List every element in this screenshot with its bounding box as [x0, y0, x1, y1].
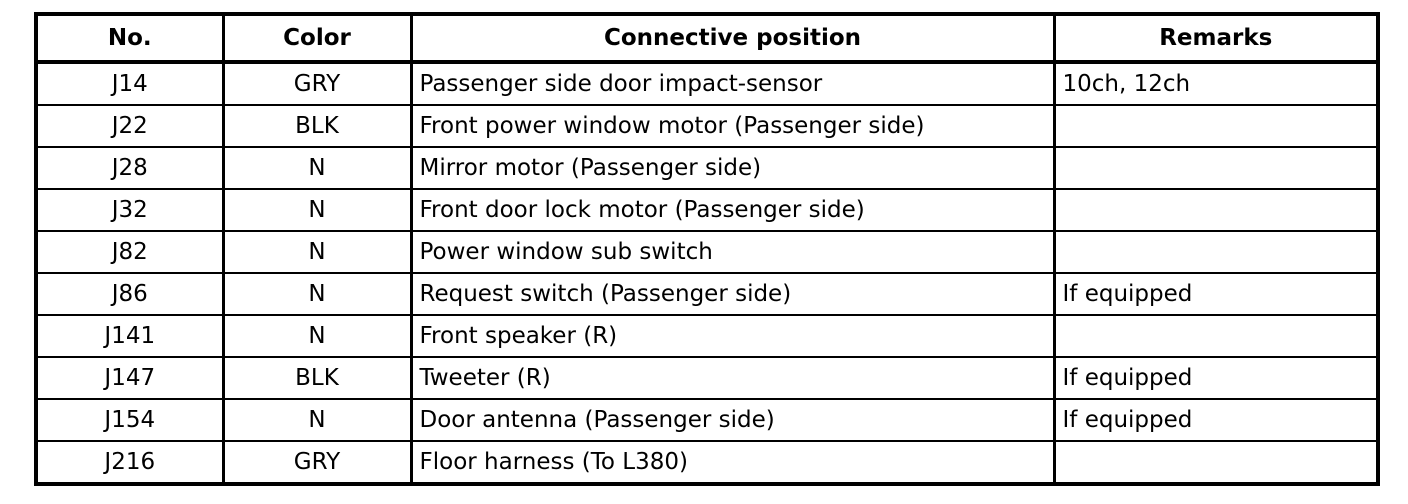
table-row: J14 GRY Passenger side door impact-senso… — [35, 61, 1379, 106]
header-no: No. — [35, 13, 225, 64]
cell-remarks — [1053, 440, 1379, 485]
cell-position: Front speaker (R) — [410, 314, 1056, 358]
cell-position: Request switch (Passenger side) — [410, 272, 1056, 316]
table-row: J141 N Front speaker (R) — [35, 314, 1379, 358]
connector-table: No. Color Connective position Remarks J1… — [34, 12, 1380, 486]
cell-position: Tweeter (R) — [410, 356, 1056, 400]
table-row: J32 N Front door lock motor (Passenger s… — [35, 188, 1379, 232]
cell-position: Passenger side door impact-sensor — [410, 61, 1056, 106]
cell-color: GRY — [222, 61, 413, 106]
cell-remarks — [1053, 104, 1379, 148]
cell-color: N — [222, 398, 413, 442]
cell-no: J82 — [35, 230, 225, 274]
cell-remarks: If equipped — [1053, 398, 1379, 442]
header-connective-position: Connective position — [410, 13, 1056, 64]
cell-no: J216 — [35, 440, 225, 485]
table-row: J82 N Power window sub switch — [35, 230, 1379, 274]
cell-position: Front door lock motor (Passenger side) — [410, 188, 1056, 232]
table-row: J28 N Mirror motor (Passenger side) — [35, 146, 1379, 190]
table-row: J22 BLK Front power window motor (Passen… — [35, 104, 1379, 148]
header-row: No. Color Connective position Remarks — [35, 13, 1379, 64]
cell-color: N — [222, 314, 413, 358]
cell-no: J22 — [35, 104, 225, 148]
cell-remarks: 10ch, 12ch — [1053, 61, 1379, 106]
table-row: J154 N Door antenna (Passenger side) If … — [35, 398, 1379, 442]
table-row: J147 BLK Tweeter (R) If equipped — [35, 356, 1379, 400]
cell-position: Power window sub switch — [410, 230, 1056, 274]
cell-color: BLK — [222, 356, 413, 400]
cell-color: N — [222, 230, 413, 274]
table-row: J86 N Request switch (Passenger side) If… — [35, 272, 1379, 316]
table-row: J216 GRY Floor harness (To L380) — [35, 440, 1379, 485]
cell-color: BLK — [222, 104, 413, 148]
cell-no: J141 — [35, 314, 225, 358]
cell-color: GRY — [222, 440, 413, 485]
cell-no: J14 — [35, 61, 225, 106]
cell-no: J147 — [35, 356, 225, 400]
cell-position: Mirror motor (Passenger side) — [410, 146, 1056, 190]
cell-no: J154 — [35, 398, 225, 442]
header-color: Color — [222, 13, 413, 64]
cell-remarks — [1053, 146, 1379, 190]
cell-color: N — [222, 188, 413, 232]
cell-color: N — [222, 272, 413, 316]
cell-position: Front power window motor (Passenger side… — [410, 104, 1056, 148]
cell-position: Floor harness (To L380) — [410, 440, 1056, 485]
cell-no: J86 — [35, 272, 225, 316]
header-remarks: Remarks — [1053, 13, 1379, 64]
cell-no: J28 — [35, 146, 225, 190]
cell-position: Door antenna (Passenger side) — [410, 398, 1056, 442]
cell-remarks: If equipped — [1053, 356, 1379, 400]
cell-remarks — [1053, 188, 1379, 232]
cell-no: J32 — [35, 188, 225, 232]
cell-remarks — [1053, 314, 1379, 358]
cell-remarks: If equipped — [1053, 272, 1379, 316]
cell-color: N — [222, 146, 413, 190]
cell-remarks — [1053, 230, 1379, 274]
